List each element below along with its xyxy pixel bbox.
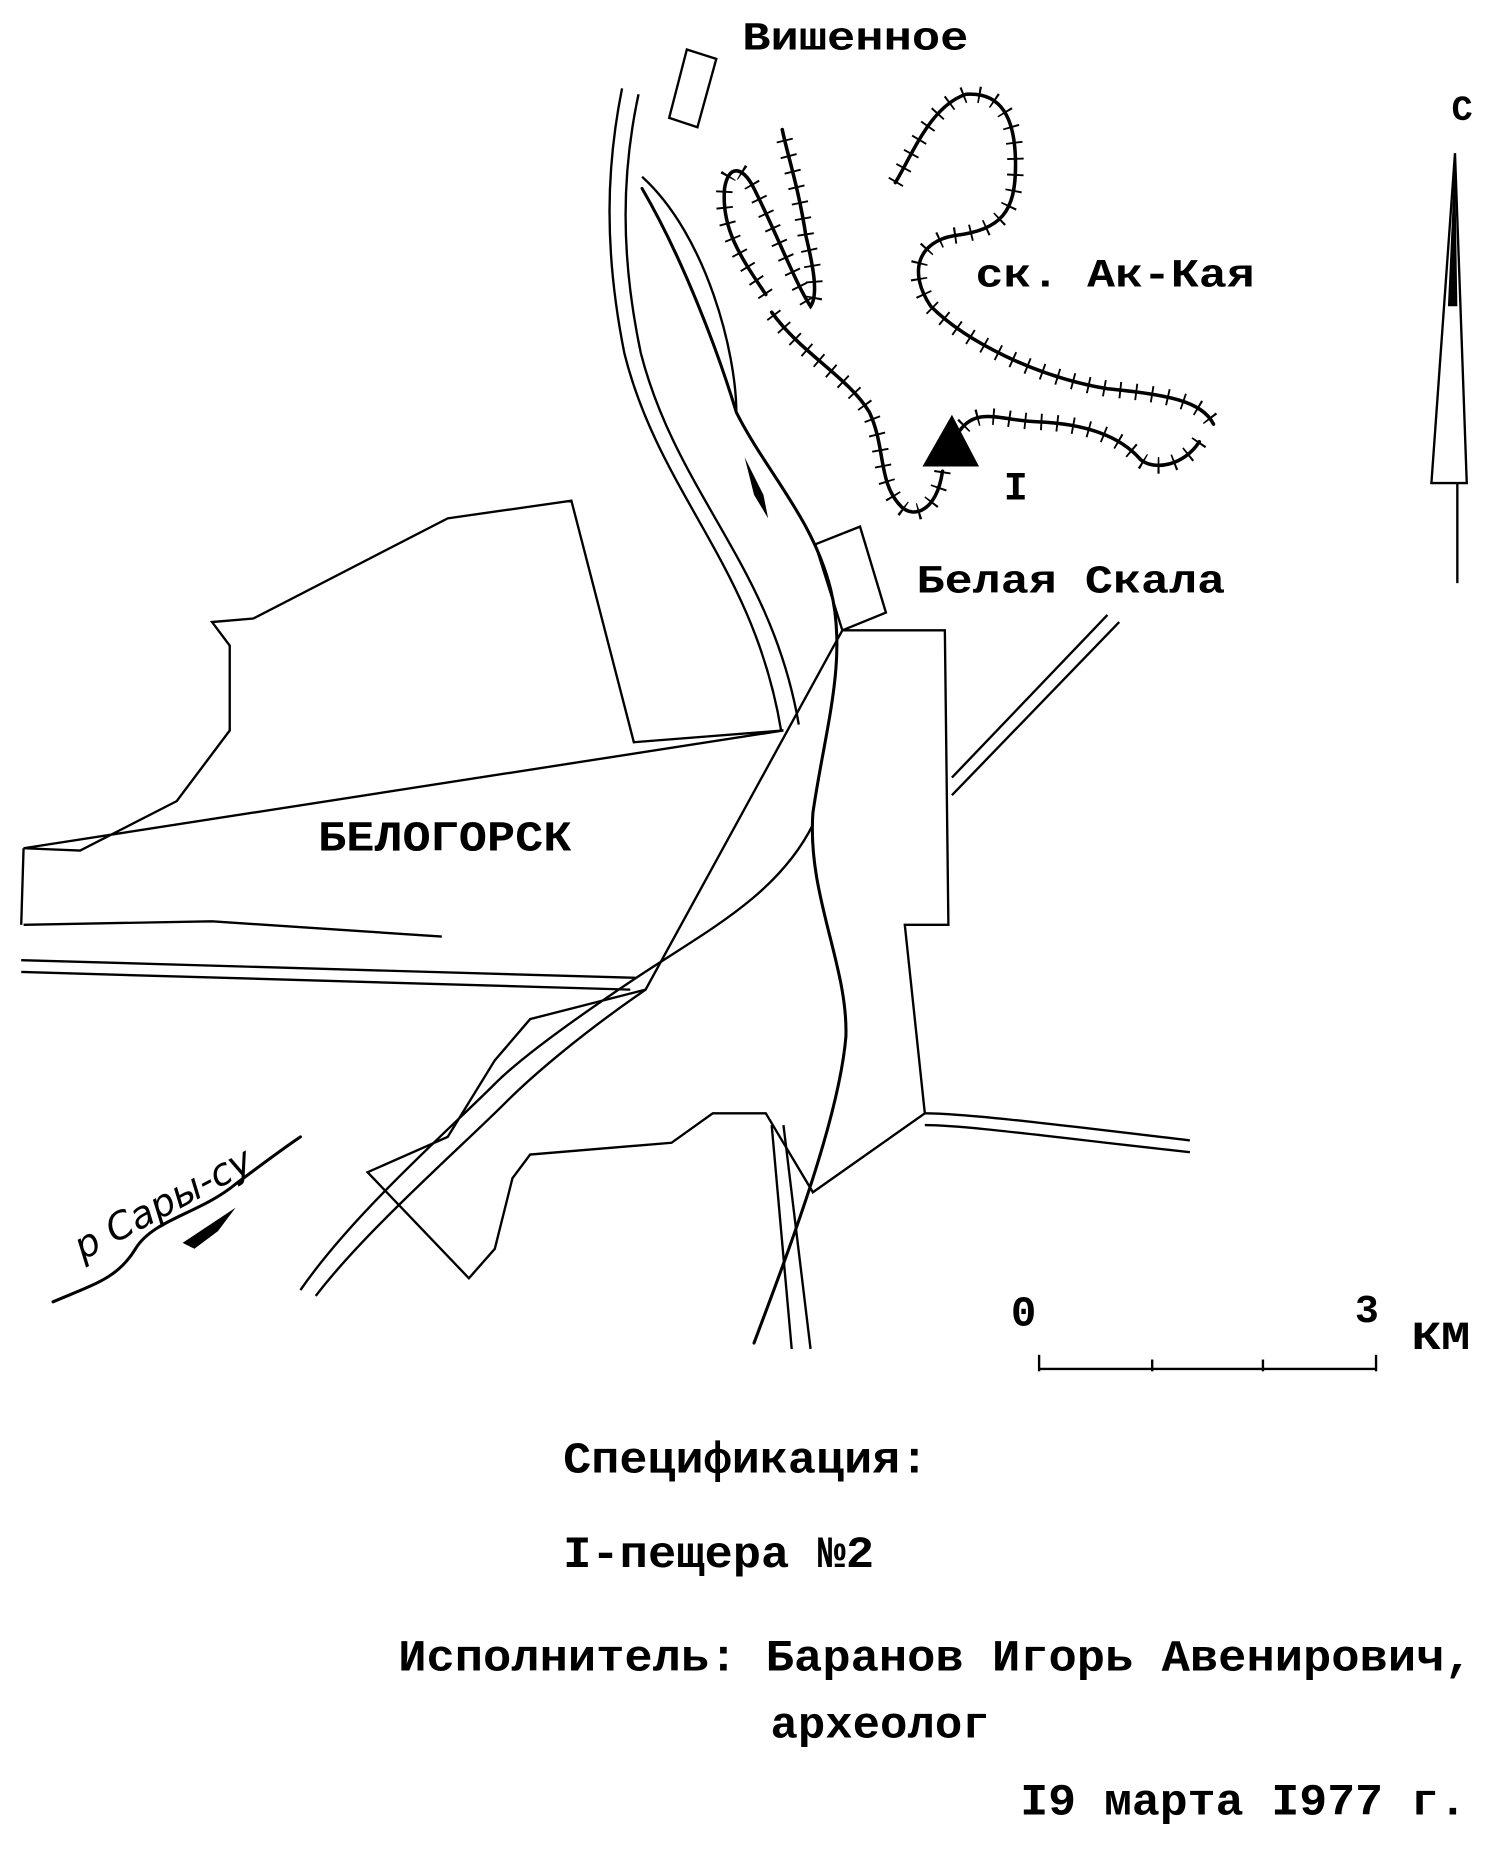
legend-role: археолог	[770, 1702, 989, 1752]
label-ak-kaya: ск. Ак-Кая	[975, 254, 1254, 299]
river-sary-su	[51, 1135, 302, 1304]
river-sary-su-arrow	[182, 1207, 236, 1249]
road-inner	[635, 824, 814, 979]
belogorsk-outline-west	[23, 499, 784, 852]
legend-title: Спецификация:	[563, 1437, 928, 1487]
north-label: С	[1451, 91, 1472, 131]
label-belogorsk: БЕЛОГОРСК	[318, 816, 572, 864]
belogorsk-outline-east	[365, 629, 950, 1280]
road-southwest-2	[314, 988, 647, 1297]
scale-end: 3	[1355, 1290, 1379, 1335]
road-southwest	[299, 976, 637, 1291]
scale-unit: КМ	[1411, 1317, 1470, 1362]
scale-bar	[1037, 1354, 1378, 1372]
scale-start: 0	[1011, 1290, 1036, 1338]
site-marker-label: I	[1004, 468, 1028, 513]
road-east	[924, 1112, 1191, 1142]
cave-triangle-icon	[922, 414, 980, 467]
label-vishennoe: Вишенное	[742, 17, 968, 62]
label-belaya-skala: Белая Скала	[917, 561, 1226, 606]
road-north-2	[624, 94, 800, 725]
legend-author: Исполнитель: Баранов Игорь Авенирович,	[398, 1635, 1472, 1685]
road-west-2	[21, 970, 631, 991]
legend-item: I-пещера №2	[563, 1531, 874, 1581]
river-flow-arrow	[744, 457, 769, 519]
road-northeast-2	[951, 621, 1121, 797]
legend-date: I9 марта I977 г.	[1020, 1778, 1467, 1828]
cliff-ak-kaya	[715, 85, 1221, 521]
road-east-2	[924, 1123, 1191, 1154]
belogorsk-outline-west-base	[20, 848, 25, 925]
street-line	[23, 920, 442, 938]
river-main	[640, 186, 848, 1345]
north-arrow-icon	[1430, 153, 1468, 584]
river-branch	[641, 175, 738, 413]
belaya-skala-block	[813, 525, 888, 632]
road-north	[608, 88, 783, 731]
road-northeast	[951, 614, 1109, 779]
road-south-2	[782, 1124, 812, 1350]
river-label: р Сары-су	[65, 1138, 260, 1269]
road-south	[770, 1124, 793, 1350]
road-west	[21, 958, 637, 980]
vishennoe-block	[667, 47, 718, 129]
